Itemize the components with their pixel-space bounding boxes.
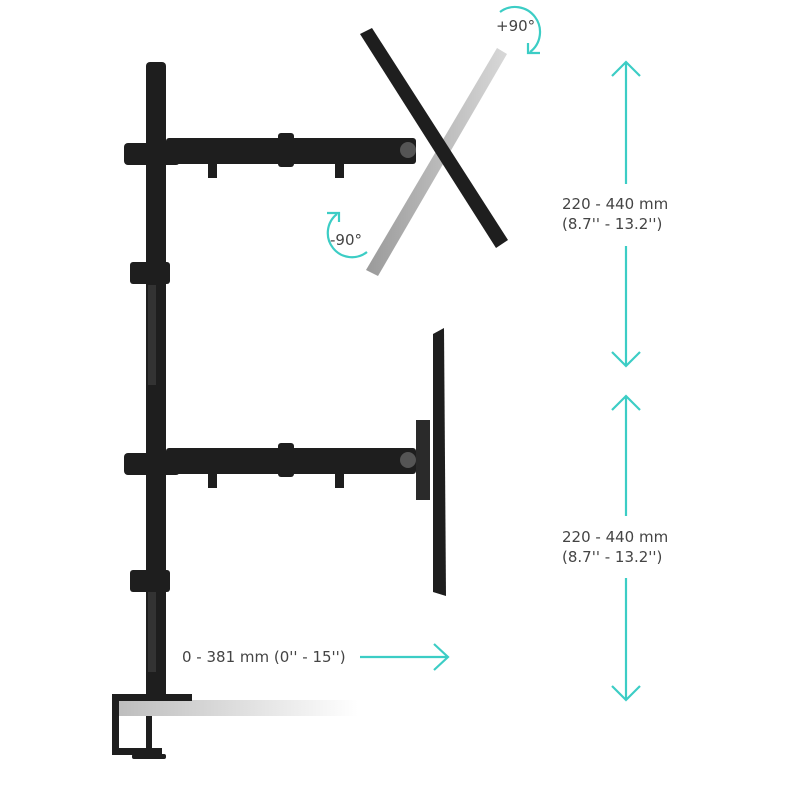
upper-height-label: 220 - 440 mm (8.7'' - 13.2'') <box>562 194 668 234</box>
lower-height-arrow <box>611 394 641 702</box>
rotate-plus-label: +90° <box>496 17 536 35</box>
rotate-minus-label: -90° <box>330 231 362 249</box>
lower-height-label: 220 - 440 mm (8.7'' - 13.2'') <box>562 527 668 567</box>
lower-arm <box>124 420 430 500</box>
extension-label: 0 - 381 mm (0'' - 15'') <box>182 648 346 666</box>
rotate-plus-icon <box>499 5 542 55</box>
lower-monitor <box>433 328 446 596</box>
upper-height-arrow <box>611 60 641 368</box>
pole <box>130 62 170 698</box>
desk-surface <box>118 700 358 716</box>
lower-height-mm: 220 - 440 mm <box>562 528 669 546</box>
upper-arm <box>124 133 416 178</box>
upper-height-in: (8.7'' - 13.2'') <box>562 215 663 233</box>
upper-monitor-rotated <box>366 48 507 276</box>
upper-monitor <box>360 28 508 248</box>
lower-height-in: (8.7'' - 13.2'') <box>562 548 663 566</box>
rotate-minus-icon <box>326 211 368 259</box>
extension-arrow <box>360 643 450 671</box>
upper-height-mm: 220 - 440 mm <box>562 195 669 213</box>
